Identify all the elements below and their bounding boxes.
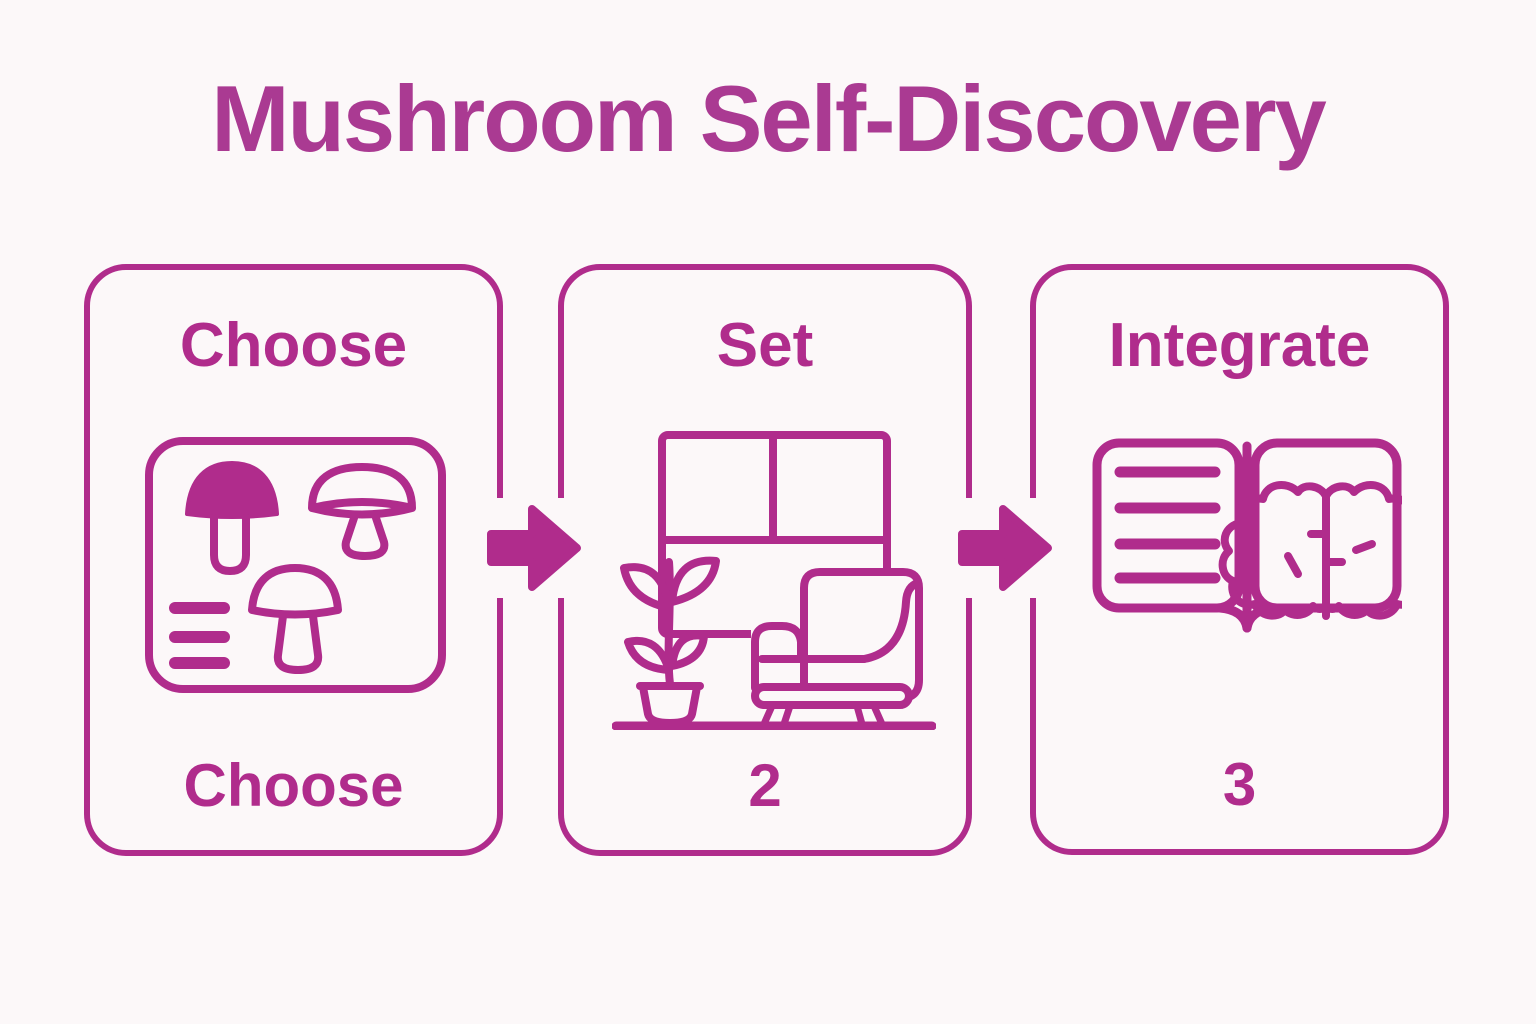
step-label: 3: [1222, 751, 1257, 818]
step-card-choose: Choose: [84, 264, 503, 856]
step-heading: Set: [716, 311, 814, 380]
mushroom-filled: [185, 461, 279, 575]
id-card-text-lines: [169, 602, 230, 669]
step-heading: Integrate: [1108, 311, 1371, 380]
page-title: Mushroom Self-Discovery: [211, 66, 1327, 171]
step-heading: Choose: [179, 311, 408, 380]
arrow-right-icon: [957, 502, 1053, 594]
step-label: 2: [748, 752, 782, 819]
mushroom-id-card-icon: [144, 436, 447, 694]
open-book-brain-icon: [1092, 438, 1402, 638]
chair-legs: [760, 702, 886, 728]
mushroom-gilled: [308, 463, 416, 560]
living-room-icon: [612, 430, 936, 730]
mushroom-plain: [248, 564, 342, 674]
step-label: Choose: [183, 752, 404, 819]
arrow-right-icon: [486, 502, 582, 594]
potted-plant: [620, 556, 720, 727]
book-text-lines: [1114, 466, 1221, 584]
step-card-integrate: Integrate: [1030, 264, 1449, 855]
brain: [1218, 480, 1402, 620]
step-card-set: Set: [558, 264, 972, 856]
open-book: [1092, 438, 1402, 633]
id-card-frame: [145, 437, 446, 693]
armchair: [751, 568, 923, 728]
